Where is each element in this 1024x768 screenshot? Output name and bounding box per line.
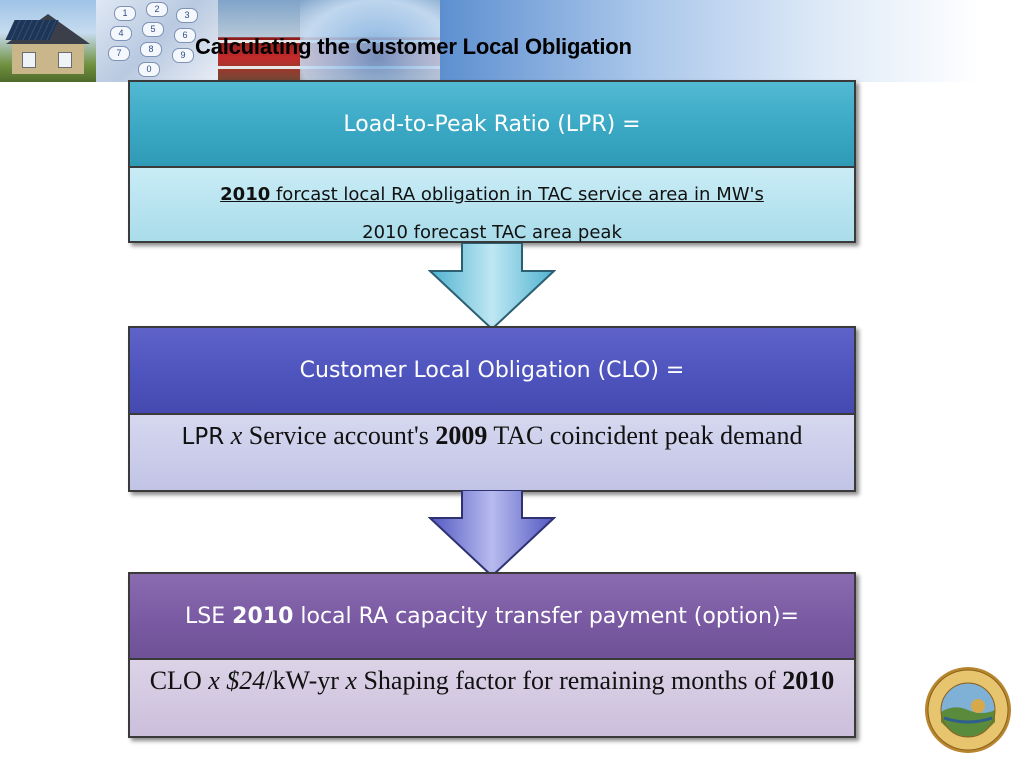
lpr-numerator-text: forcast local RA obligation in TAC servi… [270,184,764,205]
clo-formula-year: 2009 [435,421,488,450]
payment-heading-year: 2010 [232,603,294,629]
lpr-heading: Load-to-Peak Ratio (LPR) = [130,82,854,168]
lpr-numerator-year: 2010 [220,184,271,205]
clo-box: Customer Local Obligation (CLO) = LPR x … [128,326,856,492]
down-arrow-icon [428,243,556,331]
water-drop-photo [300,0,440,82]
payment-heading: LSE 2010 local RA capacity transfer paym… [130,574,854,660]
clo-formula-text: Service account's [248,421,429,450]
payment-formula-price: $24 [226,666,266,695]
clo-heading: Customer Local Obligation (CLO) = [130,328,854,415]
lpr-denominator: 2010 forecast TAC area peak [362,222,622,243]
lpr-box: Load-to-Peak Ratio (LPR) = 2010 forcast … [128,80,856,243]
page-title: Calculating the Customer Local Obligatio… [195,34,632,59]
payment-formula-year: 2010 [782,666,835,695]
payment-formula-unit: /kW-yr [265,666,339,695]
clo-formula-multiply: x [230,421,243,450]
clo-formula-rest: TAC coincident peak demand [493,421,803,450]
down-arrow-icon [428,490,556,578]
payment-box: LSE 2010 local RA capacity transfer paym… [128,572,856,738]
state-seal-icon [925,667,1011,753]
payment-heading-text: local RA capacity transfer payment (opti… [300,603,799,629]
clo-formula-lpr: LPR [181,424,225,450]
payment-formula-multiply-2: x [345,666,357,695]
payment-formula-multiply: x [208,666,220,695]
clo-formula: LPR x Service account's 2009 TAC coincid… [130,415,854,490]
payment-heading-prefix: LSE [185,603,226,629]
lpr-numerator: 2010 forcast local RA obligation in TAC … [130,176,854,214]
payment-formula-clo: CLO [149,666,202,695]
lpr-fraction: 2010 forcast local RA obligation in TAC … [130,168,854,243]
payment-formula: CLO x $24/kW-yr x Shaping factor for rem… [130,660,854,736]
payment-formula-text: Shaping factor for remaining months of [363,666,776,695]
house-solar-photo [0,0,96,82]
